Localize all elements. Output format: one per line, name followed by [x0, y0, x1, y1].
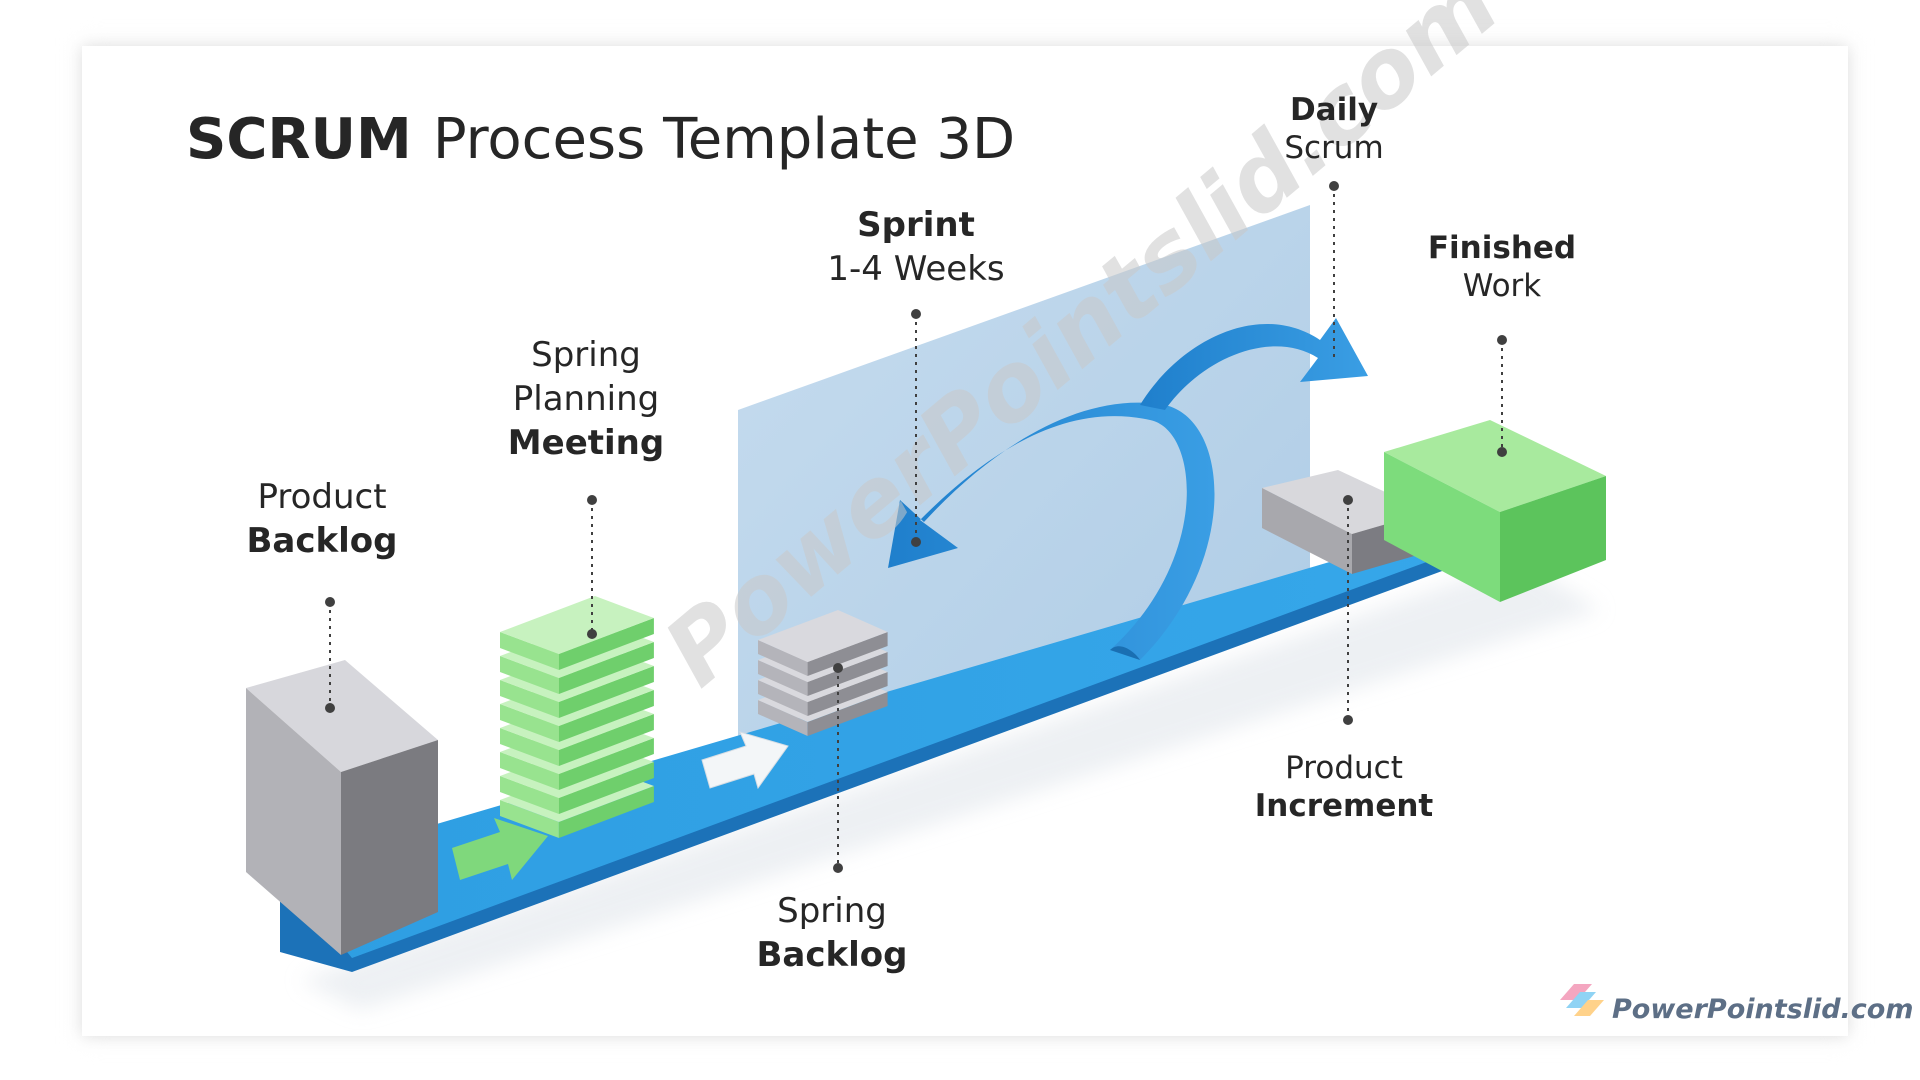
belt-shadow [300, 560, 1600, 1010]
title-regular: Process Template 3D [433, 107, 1015, 172]
corner-watermark: PowerPointslid.com [1560, 984, 1913, 1025]
backlog-slab-layer-3-face-1 [807, 632, 888, 676]
planning-meeting-stack [500, 596, 654, 838]
finished-work-line2: Work [1463, 268, 1542, 304]
spring-backlog-line1: Spring [777, 891, 887, 931]
finished-work-cube [1384, 420, 1606, 602]
planning-meeting-line3: Meeting [508, 423, 664, 463]
corner-watermark-text: PowerPointslid.com [1612, 994, 1913, 1025]
planning-slab-layer-5-face-1 [558, 666, 654, 718]
flow-arrow-2 [701, 731, 789, 790]
planning-slab-layer-2-face-1 [558, 738, 654, 790]
spring-backlog-stack [758, 610, 888, 736]
backlog-slab-layer-3-face-2 [758, 610, 888, 662]
planning-slab-layer-1-face-0 [500, 776, 559, 814]
planning-meeting-line1: Spring [531, 335, 641, 375]
planning-slab-layer-7-face-0 [500, 632, 559, 670]
planning-slab-layer-7-face-2 [500, 596, 654, 654]
backlog-slab-layer-3-face-0 [758, 640, 808, 676]
planning-slab-layer-3-face-0 [500, 728, 559, 766]
title-bold: SCRUM [186, 107, 412, 172]
logo-icon [1560, 984, 1592, 1000]
planning-meeting-line2: Planning [513, 379, 659, 419]
label-daily-scrum: Daily Scrum [1284, 92, 1383, 166]
backlog-slab-layer-0-face-0 [758, 700, 808, 736]
finished-work-line1: Finished [1428, 230, 1576, 266]
label-product-increment: Product Increment [1255, 750, 1434, 824]
sprint-line2: 1-4 Weeks [827, 249, 1004, 289]
planning-slab-layer-1-face-1 [558, 762, 654, 814]
planning-slab-layer-4-face-1 [558, 690, 654, 742]
planning-slab-layer-3-face-1 [558, 714, 654, 766]
backlog-slab-layer-1-face-0 [758, 680, 808, 716]
backlog-slab-layer-2-face-0 [758, 660, 808, 696]
sprint-line1: Sprint [857, 205, 975, 245]
product-backlog-line1: Product [257, 477, 386, 517]
backlog-slab-layer-2-face-1 [807, 652, 888, 696]
daily-scrum-line2: Scrum [1284, 130, 1383, 166]
flow-arrow-1 [452, 818, 548, 880]
leader-lines [325, 181, 1507, 873]
label-planning-meeting: Spring Planning Meeting [508, 335, 664, 463]
planning-slab-layer-5-face-0 [500, 680, 559, 718]
planning-slab-layer-0-face-0 [500, 800, 559, 838]
planning-slab-layer-6-face-0 [500, 656, 559, 694]
label-spring-backlog: Spring Backlog [757, 891, 908, 975]
backlog-slab-layer-0-face-1 [807, 692, 888, 736]
sprint-cycle-arrow [888, 318, 1368, 660]
planning-slab-layer-4-face-0 [500, 704, 559, 742]
label-finished-work: Finished Work [1428, 230, 1576, 304]
label-product-backlog: Product Backlog [247, 477, 398, 561]
planning-slab-layer-0-face-1 [558, 786, 654, 838]
planning-slab-layer-6-face-1 [558, 642, 654, 694]
label-sprint: Sprint 1-4 Weeks [827, 205, 1004, 289]
planning-slab-layer-7-face-1 [558, 618, 654, 670]
title-text: SCRUM Process Template 3D [186, 107, 1015, 172]
daily-scrum-line1: Daily [1290, 92, 1378, 128]
product-increment-line2: Increment [1255, 788, 1434, 824]
planning-slab-layer-2-face-0 [500, 752, 559, 790]
product-increment-line1: Product [1285, 750, 1403, 786]
product-backlog-block [246, 660, 438, 955]
belt-top [280, 512, 1508, 958]
product-backlog-line2: Backlog [247, 521, 398, 561]
backlog-slab-layer-1-face-1 [807, 672, 888, 716]
spring-backlog-line2: Backlog [757, 935, 908, 975]
